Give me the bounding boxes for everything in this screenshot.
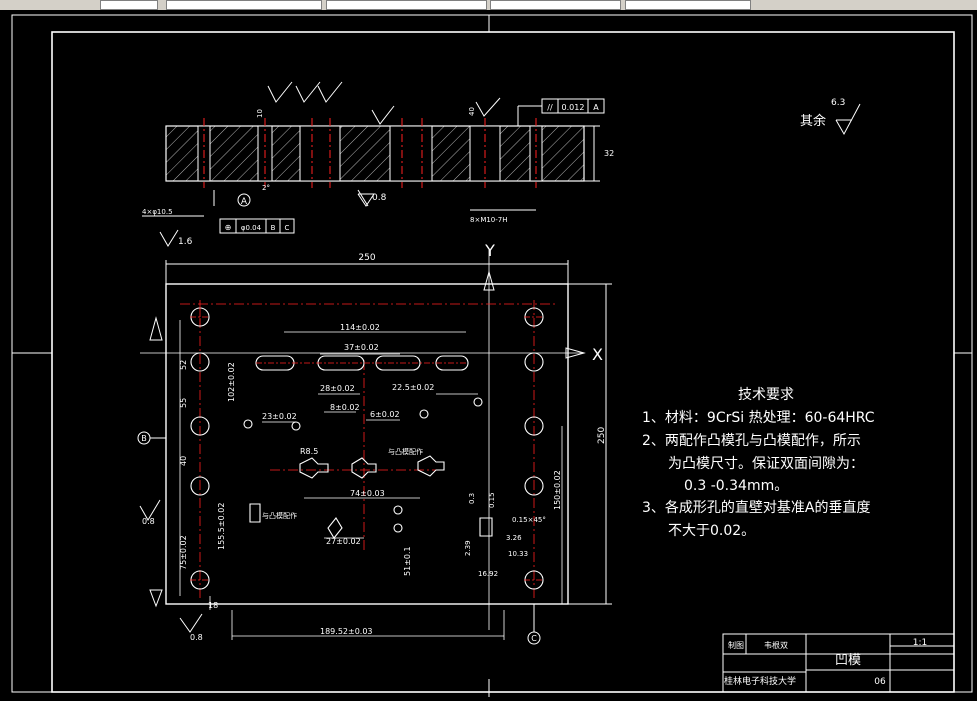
dim-27: 27±0.02 (326, 537, 361, 546)
dim-23: 23±0.02 (262, 412, 297, 421)
detail-dim-4: 2.39 (464, 540, 472, 556)
dim-18: 18 (208, 601, 218, 610)
tech-req-line-5: 3、各成形孔的直壁对基准A的垂直度 (642, 500, 871, 516)
dim-52: 52 (179, 360, 188, 370)
sheet-inner-border (51, 31, 955, 693)
dim-114: 114±0.02 (340, 323, 380, 332)
tech-req-line-4: 0.3 -0.34mm。 (684, 478, 789, 494)
dim-37: 37±0.02 (344, 343, 379, 352)
datum-a-label: A (241, 197, 248, 207)
position-datum-c: C (285, 224, 290, 232)
depth-10-label: 10 (256, 109, 264, 118)
toolbar-field-4[interactable] (490, 0, 621, 10)
section-thickness: 32 (604, 149, 614, 158)
detail-dim-6: 16.92 (478, 570, 498, 578)
toolbar-field-3[interactable] (326, 0, 487, 10)
dim-40: 40 (179, 456, 188, 466)
detail-dim-1: 0.3 (468, 493, 476, 504)
designer-label: 制图 (728, 640, 744, 650)
thread-label: 8×M10-7H (470, 216, 508, 224)
section-roughness-label: 0.8 (372, 193, 387, 203)
toolbar-field-5[interactable] (625, 0, 751, 10)
detail-dim-3: 3.26 (506, 534, 522, 542)
section-roughness-16: 1.6 (178, 237, 193, 247)
dim-102: 102±0.02 (227, 362, 236, 402)
position-value: φ0.04 (241, 224, 262, 232)
part-name: 凹模 (835, 653, 861, 668)
hole-label: 4×φ10.5 (142, 208, 173, 216)
school-name: 桂林电子科技大学 (724, 675, 796, 687)
position-datum-b: B (271, 224, 276, 232)
dim-155: 155.5±0.02 (217, 503, 226, 550)
roughness-other-label: 其余 (800, 114, 827, 129)
plan-roughness-bottom: 0.8 (190, 633, 203, 642)
tech-req-title: 技术要求 (738, 387, 794, 403)
dim-75: 75±0.02 (179, 535, 188, 570)
detail-dim-2: 0.15 (488, 492, 496, 508)
chamfer-label: 2° (262, 184, 270, 192)
dim-22: 22.5±0.02 (392, 383, 434, 392)
flatness-value: 0.012 (562, 103, 585, 112)
plan-roughness-left: 0.8 (142, 517, 155, 526)
overall-height: 250 (597, 427, 607, 444)
flatness-symbol: // (547, 103, 553, 112)
tech-req-line-6: 不大于0.02。 (668, 523, 756, 539)
plan-view: 250 250 Y X (137, 241, 612, 645)
dim-74: 74±0.03 (350, 489, 385, 498)
dim-189: 189.52±0.03 (320, 627, 373, 636)
designer-value: 韦根双 (764, 640, 788, 650)
datum-b-label: B (141, 434, 147, 443)
match-label-2: 与凸模配作 (388, 447, 423, 456)
datum-c-label: C (531, 634, 537, 643)
dim-8: 8±0.02 (330, 403, 360, 412)
roughness-other-value: 6.3 (831, 98, 846, 108)
drawing-canvas: A 0.8 1.6 32 // 0.012 A ⊕ φ0.04 B C 4×φ1… (11, 14, 973, 697)
toolbar-field-2[interactable] (166, 0, 322, 10)
tech-req-line-3: 为凸模尺寸。保证双面间隙为： (668, 456, 864, 472)
dim-55: 55 (179, 398, 188, 408)
drawing-number: 06 (874, 677, 886, 687)
detail-dim-7: 0.15×45° (512, 516, 546, 524)
dim-51: 51±0.1 (403, 546, 412, 576)
scale-value: 1:1 (913, 638, 927, 648)
cad-drawing-area[interactable]: A 0.8 1.6 32 // 0.012 A ⊕ φ0.04 B C 4×φ1… (0, 10, 977, 701)
axis-x-label: X (592, 345, 603, 364)
dim-r: R8.5 (300, 447, 318, 456)
detail-dim-5: 10.33 (508, 550, 528, 558)
tech-req-line-2: 2、两配作凸模孔与凸模配作，所示 (642, 433, 861, 449)
section-view: A 0.8 1.6 32 // 0.012 A ⊕ φ0.04 B C 4×φ1… (142, 81, 614, 247)
depth-40-label: 40 (468, 107, 476, 116)
dim-28: 28±0.02 (320, 384, 355, 393)
tech-req-line-1: 1、材料：9CrSi 热处理：60-64HRC (642, 410, 875, 426)
position-symbol: ⊕ (225, 223, 232, 232)
flatness-datum: A (593, 103, 599, 112)
overall-width: 250 (358, 253, 375, 263)
match-label: 与凸模配作 (262, 511, 297, 520)
dim-6: 6±0.02 (370, 410, 400, 419)
title-block (722, 633, 955, 693)
toolbar-field-1[interactable] (100, 0, 158, 10)
axis-y-label: Y (484, 241, 495, 260)
dim-150: 150±0.02 (553, 470, 562, 510)
